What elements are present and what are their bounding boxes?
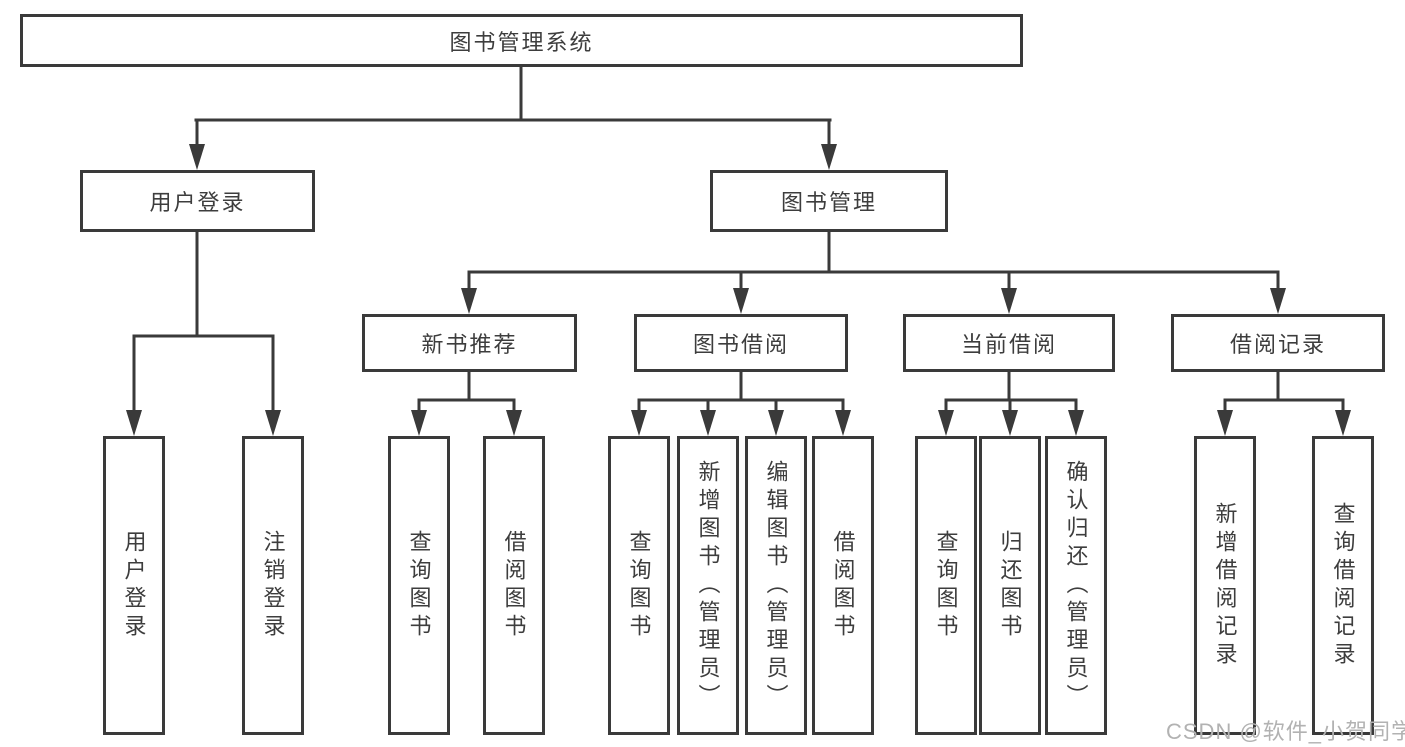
node-leaf-query-books-current: 查询图书 — [915, 436, 977, 735]
arrowhead — [733, 288, 749, 314]
arrowhead — [411, 410, 427, 436]
node-leaf-confirm-return-admin: 确认归还（管理员） — [1045, 436, 1107, 735]
arrowhead — [768, 410, 784, 436]
node-leaf-query-books-borrowing-label: 查询图书 — [626, 529, 652, 642]
node-leaf-query-books-borrowing: 查询图书 — [608, 436, 670, 735]
node-leaf-user-login-label: 用户登录 — [121, 529, 147, 642]
node-leaf-confirm-return-admin-label: 确认归还（管理员） — [1063, 459, 1089, 712]
node-leaf-add-borrow-record-label: 新增借阅记录 — [1212, 501, 1238, 670]
arrowhead — [700, 410, 716, 436]
arrowhead — [1002, 410, 1018, 436]
node-leaf-logout: 注销登录 — [242, 436, 304, 735]
node-leaf-query-borrow-record: 查询借阅记录 — [1312, 436, 1374, 735]
arrowhead — [506, 410, 522, 436]
connector-root-to-level2 — [189, 65, 837, 170]
connector-book-borrowing-to-leaves — [631, 370, 851, 436]
connector-user-login-to-leaves — [126, 230, 281, 436]
node-user-login-label: 用户登录 — [149, 190, 246, 215]
arrowhead — [461, 288, 477, 314]
node-leaf-query-books-current-label: 查询图书 — [933, 529, 959, 642]
node-leaf-add-books-admin-label: 新增图书（管理员） — [695, 459, 721, 712]
arrowhead — [265, 410, 281, 436]
node-leaf-borrow-books-recommend: 借阅图书 — [483, 436, 545, 735]
node-leaf-query-borrow-record-label: 查询借阅记录 — [1330, 501, 1356, 670]
arrowhead — [1001, 288, 1017, 314]
node-leaf-add-borrow-record: 新增借阅记录 — [1194, 436, 1256, 735]
connector-new-book-recommendation-to-leaves — [411, 370, 522, 436]
arrowhead — [1217, 410, 1233, 436]
node-leaf-borrow-books-borrowing-label: 借阅图书 — [830, 529, 856, 642]
arrowhead — [1335, 410, 1351, 436]
node-current-borrowing-label: 当前借阅 — [960, 332, 1057, 357]
arrowhead — [189, 144, 205, 170]
node-root: 图书管理系统 — [20, 14, 1023, 67]
node-new-book-recommendation: 新书推荐 — [362, 314, 577, 372]
node-book-management-label: 图书管理 — [780, 190, 877, 215]
arrowhead — [938, 410, 954, 436]
node-leaf-return-books: 归还图书 — [979, 436, 1041, 735]
node-book-management: 图书管理 — [710, 170, 948, 232]
node-borrowing-records-label: 借阅记录 — [1229, 332, 1326, 357]
node-leaf-borrow-books-recommend-label: 借阅图书 — [501, 529, 527, 642]
connector-book-management-to-level3 — [461, 230, 1286, 314]
arrowhead — [821, 144, 837, 170]
arrowhead — [126, 410, 142, 436]
node-leaf-logout-label: 注销登录 — [260, 529, 286, 642]
connector-current-borrowing-to-leaves — [938, 370, 1084, 436]
connector-borrowing-records-to-leaves — [1217, 370, 1351, 436]
node-root-label: 图书管理系统 — [449, 29, 594, 55]
node-book-borrowing-label: 图书借阅 — [692, 332, 789, 357]
node-leaf-user-login: 用户登录 — [103, 436, 165, 735]
node-leaf-add-books-admin: 新增图书（管理员） — [677, 436, 739, 735]
node-leaf-query-books-recommend-label: 查询图书 — [406, 529, 432, 642]
node-user-login: 用户登录 — [80, 170, 315, 232]
node-leaf-edit-books-admin: 编辑图书（管理员） — [745, 436, 807, 735]
node-book-borrowing: 图书借阅 — [634, 314, 848, 372]
node-current-borrowing: 当前借阅 — [903, 314, 1115, 372]
node-borrowing-records: 借阅记录 — [1171, 314, 1385, 372]
node-leaf-borrow-books-borrowing: 借阅图书 — [812, 436, 874, 735]
arrowhead — [1068, 410, 1084, 436]
arrowhead — [835, 410, 851, 436]
arrowhead — [1270, 288, 1286, 314]
arrowhead — [631, 410, 647, 436]
node-leaf-return-books-label: 归还图书 — [997, 529, 1023, 642]
csdn-watermark: CSDN @软件_小贺同学 — [1166, 719, 1405, 744]
node-new-book-recommendation-label: 新书推荐 — [421, 332, 518, 357]
node-leaf-edit-books-admin-label: 编辑图书（管理员） — [763, 459, 789, 712]
node-leaf-query-books-recommend: 查询图书 — [388, 436, 450, 735]
